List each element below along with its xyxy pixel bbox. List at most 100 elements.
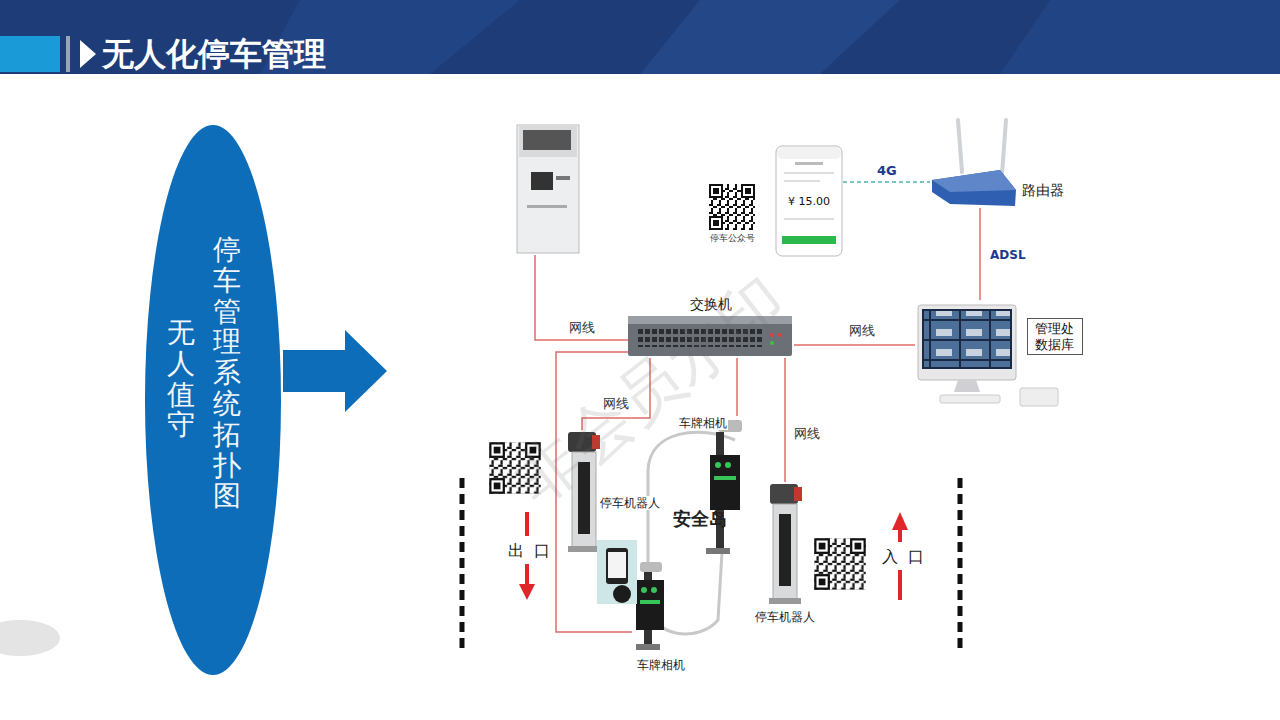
qr-code-part — [707, 182, 757, 232]
edge-label: 4G — [875, 163, 899, 179]
lane-arrow-part — [519, 584, 535, 600]
cable-label: 网线 — [567, 320, 597, 336]
title-banner-part — [0, 0, 1280, 74]
phone-part — [784, 172, 834, 174]
router-part — [958, 120, 962, 172]
island-label: 安全岛 — [673, 508, 691, 530]
plate-camera-part — [725, 462, 731, 468]
road-barrier-part — [460, 478, 465, 650]
lane-arrow-part — [525, 564, 529, 586]
title-banner-part — [66, 36, 70, 72]
parking-robot-part — [568, 546, 600, 552]
router-part — [932, 170, 1016, 206]
watermark: 非会员水印 — [500, 261, 799, 519]
corner-shadow-part — [0, 620, 60, 656]
road-barrier-part — [460, 478, 465, 650]
plate-camera — [636, 420, 742, 650]
lane-arrow-part — [892, 512, 908, 530]
network-cable — [784, 358, 786, 482]
qr-caption: 停车公众号 — [710, 233, 755, 244]
payment-kiosk-part — [527, 205, 567, 208]
lane-arrow-part — [898, 528, 902, 542]
network-cable — [843, 181, 930, 183]
node-text: 停车管理系统拓扑图 — [213, 235, 241, 512]
node-text: 停车机器人 — [599, 496, 661, 510]
title-banner-part — [80, 40, 96, 68]
edge-label: 网线 — [792, 426, 822, 442]
node-text: 管理处 数据库 — [1027, 318, 1083, 355]
network-cable — [794, 344, 915, 346]
kiosk-cable-part — [535, 255, 628, 340]
scan-photo-part — [613, 585, 631, 603]
plate-camera-part — [714, 476, 736, 480]
computer-part — [940, 395, 1000, 403]
robot-node: 停车机器人 — [566, 430, 663, 554]
computer-part — [924, 311, 1010, 367]
page-title: 无人化停车管理 — [102, 34, 326, 74]
computer-part — [922, 309, 1012, 369]
camera-node: 车牌相机 — [632, 558, 690, 674]
parking-robot-part — [769, 598, 801, 604]
road-barrier-part — [958, 478, 963, 650]
payment-kiosk-part — [517, 125, 579, 253]
block-arrow — [283, 330, 387, 412]
plate-camera-part — [640, 600, 660, 604]
node-text: ¥ 15.00 — [788, 195, 830, 208]
plate-camera-part — [636, 644, 660, 650]
title-banner-part — [1000, 0, 1280, 74]
title-banner-part — [0, 36, 60, 72]
entry-label: 入口 — [872, 547, 934, 566]
plate-camera-part — [640, 562, 662, 572]
phone-part — [784, 180, 820, 182]
phone-part — [795, 162, 823, 165]
edge-label: ADSL — [988, 248, 1028, 262]
road-barrier-part — [958, 478, 963, 650]
block-arrow-part — [283, 330, 387, 412]
lane-arrow-part — [525, 512, 529, 536]
payment-kiosk-part — [523, 130, 571, 150]
phone-part — [777, 147, 841, 159]
plate-camera-part — [641, 587, 647, 593]
node-text: 无人值守 — [167, 318, 195, 441]
edge-label: 网线 — [601, 396, 631, 412]
payment-kiosk-part — [531, 172, 553, 190]
corner-shadow — [0, 620, 60, 656]
ellipse-node: 停车管理系统拓扑图无人值守 — [145, 125, 281, 675]
plate-camera-part — [636, 580, 664, 630]
computer-part — [918, 305, 1016, 380]
computer-part — [1020, 388, 1058, 406]
ellipse-fill — [145, 125, 281, 675]
router-part — [932, 170, 1016, 192]
plate-camera-part — [715, 462, 721, 468]
node-text: 车牌相机 — [636, 658, 686, 672]
qr-code — [487, 182, 868, 592]
camera-node: 车牌相机 — [678, 416, 750, 554]
payment-kiosk-part — [519, 125, 577, 157]
plate-camera-part — [710, 455, 740, 510]
exit-label: 出口 — [498, 541, 560, 560]
scan-photo-part — [606, 548, 628, 584]
lane-arrow-part — [898, 570, 902, 600]
phone-part — [776, 146, 842, 256]
parking-robot-part — [770, 484, 798, 504]
edge-label: 网线 — [847, 323, 877, 339]
payment-kiosk — [517, 125, 579, 253]
phone-part — [784, 218, 834, 220]
node-text: 路由器 — [1022, 182, 1064, 199]
node-text: 车牌相机 — [678, 416, 728, 430]
scan-photo-part — [597, 540, 637, 604]
node-text: 停车机器人 — [754, 610, 816, 624]
parking-robot-part — [779, 514, 791, 586]
node-text: 交换机 — [690, 296, 732, 313]
plate-camera-part — [706, 548, 730, 554]
plate-camera-part — [651, 587, 657, 593]
phone-node: ¥ 15.00 — [775, 145, 843, 257]
phone — [776, 146, 842, 256]
network-cable — [979, 208, 981, 300]
robot-node: 停车机器人 — [752, 482, 818, 626]
router-part — [1002, 120, 1006, 174]
computer-part — [954, 380, 980, 392]
title-banner-part — [640, 0, 900, 74]
